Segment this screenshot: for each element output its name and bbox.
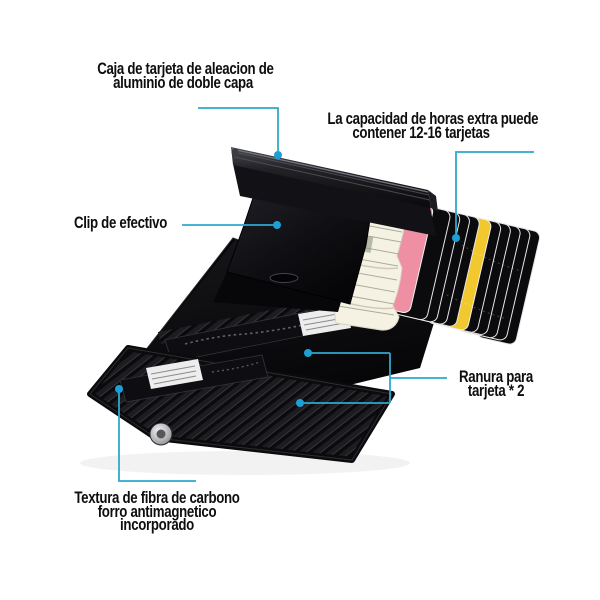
label-card-slot: Ranura para tarjeta * 2	[449, 367, 543, 400]
label-card-slot-line1: Ranura para	[459, 367, 533, 386]
wallet-shadow	[80, 451, 410, 475]
aluminum-card-box	[231, 147, 438, 236]
dot-card-slot-top	[304, 349, 312, 357]
label-card-box-line1: Caja de tarjeta de aleacion de	[97, 59, 274, 78]
annotation-lines	[118, 107, 534, 482]
callout-line-capacity	[455, 151, 534, 234]
snap-button	[149, 422, 173, 446]
card-fan	[367, 197, 541, 345]
dot-capacity	[452, 234, 460, 242]
label-carbon-line1: Textura de fibra de carbono	[74, 488, 240, 507]
slot-card-2-sticker	[146, 359, 203, 389]
label-card-slot-line2: tarjeta * 2	[467, 380, 525, 400]
dot-carbon	[115, 385, 123, 393]
label-capacity: La capacidad de horas extra puede conten…	[327, 109, 539, 142]
dot-card-slot-bottom	[296, 399, 304, 407]
label-card-box-line2: aluminio de doble capa	[113, 72, 253, 92]
label-carbon-line3: incorporado	[120, 515, 194, 534]
thumb-notch	[269, 273, 299, 283]
label-carbon-line2: forro antimagnetico	[97, 501, 217, 521]
dot-cash-clip	[273, 221, 281, 229]
annotation-dots	[115, 151, 460, 407]
callout-line-card-box	[198, 107, 279, 151]
dot-card-box	[274, 151, 282, 159]
label-cash-clip-line1: Clip de efectivo	[74, 213, 168, 232]
card-slot-2	[119, 354, 269, 403]
label-capacity-line1: La capacidad de horas extra puede	[327, 109, 539, 128]
label-carbon-texture: Textura de fibra de carbono forro antima…	[71, 488, 243, 534]
label-capacity-line2: contener 12-16 tarjetas	[352, 122, 490, 142]
label-cash-clip: Clip de efectivo	[74, 213, 183, 232]
label-card-box: Caja de tarjeta de aleacion de aluminio …	[97, 59, 274, 92]
callout-bracket-card-slot	[300, 352, 447, 404]
callout-line-carbon	[118, 390, 196, 482]
